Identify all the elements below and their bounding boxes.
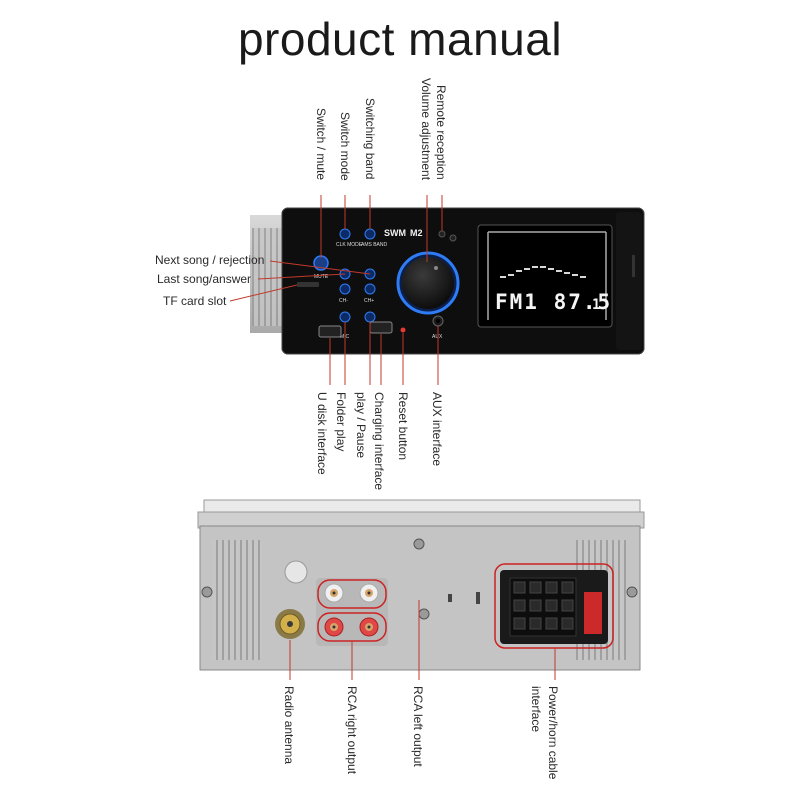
reset-button[interactable]: [400, 327, 406, 333]
ch-plus-button[interactable]: CH+: [364, 283, 376, 304]
svg-text:CH+: CH+: [364, 298, 374, 304]
label-folder-play: Folder play: [334, 392, 348, 451]
label-rca-right: RCA right output: [345, 686, 359, 775]
ch-minus-button[interactable]: CH-: [339, 283, 351, 304]
label-power-horn-1: Power/horn cable: [546, 686, 560, 780]
svg-text:MUTE: MUTE: [314, 274, 329, 280]
rca-connectors[interactable]: [316, 578, 388, 646]
label-play-pause: play / Pause: [354, 392, 368, 458]
remote-receiver: [438, 230, 446, 238]
label-charging: Charging interface: [372, 392, 386, 490]
rear-unit: [197, 499, 645, 671]
spectrum-bars: [500, 266, 586, 278]
label-switch-mute: Switch / mute: [314, 108, 328, 180]
lcd-frequency: FM1 87.5: [495, 290, 612, 314]
antenna-socket[interactable]: [275, 609, 305, 639]
label-switch-mode: Switch mode: [338, 112, 352, 181]
label-rca-left: RCA left output: [411, 686, 425, 767]
label-tf-card: TF card slot: [163, 294, 227, 308]
front-labels-top: Switch / mute Switch mode Switching band…: [314, 78, 448, 181]
power-connector[interactable]: [494, 563, 614, 649]
label-radio-antenna: Radio antenna: [282, 686, 296, 764]
rear-leaders: [289, 600, 556, 680]
label-next-song: Next song / rejection: [155, 253, 264, 267]
front-labels-left: Next song / rejection Last song/answer T…: [155, 253, 264, 308]
front-labels-bottom: U disk interface Folder play play / Paus…: [315, 392, 444, 490]
svg-text:CLK MODE: CLK MODE: [336, 242, 363, 248]
label-aux: AUX interface: [430, 392, 444, 466]
page-title: product manual: [237, 13, 563, 65]
svg-text:AMS BAND: AMS BAND: [361, 242, 388, 248]
label-last-song: Last song/answer: [157, 272, 251, 286]
volume-knob[interactable]: [396, 251, 460, 315]
label-power-horn-2: interface: [529, 686, 543, 732]
label-reset: Reset button: [396, 392, 410, 460]
brand-text: SWM: [384, 228, 406, 238]
lcd-display: FM1 87.5 1: [477, 224, 613, 328]
rear-labels: Radio antenna RCA right output RCA left …: [282, 686, 560, 780]
label-u-disk: U disk interface: [315, 392, 329, 475]
label-switching-band: Switching band: [363, 98, 377, 179]
play-pause-button[interactable]: [364, 311, 376, 323]
charging-port[interactable]: [369, 321, 393, 334]
svg-text:CH-: CH-: [339, 298, 348, 304]
label-remote-reception: Remote reception: [434, 85, 448, 180]
front-unit: SWM M2 MUTE CLK MODE AMS BAND CH- C: [250, 207, 645, 355]
svg-text:AUX: AUX: [432, 334, 443, 340]
label-volume-adjustment: Volume adjustment: [419, 78, 433, 181]
usb-port[interactable]: [318, 325, 342, 338]
lcd-channel: 1: [592, 297, 602, 313]
tf-card-slot[interactable]: [297, 282, 319, 287]
model-text: M2: [410, 228, 423, 238]
front-leaders: [229, 195, 443, 385]
